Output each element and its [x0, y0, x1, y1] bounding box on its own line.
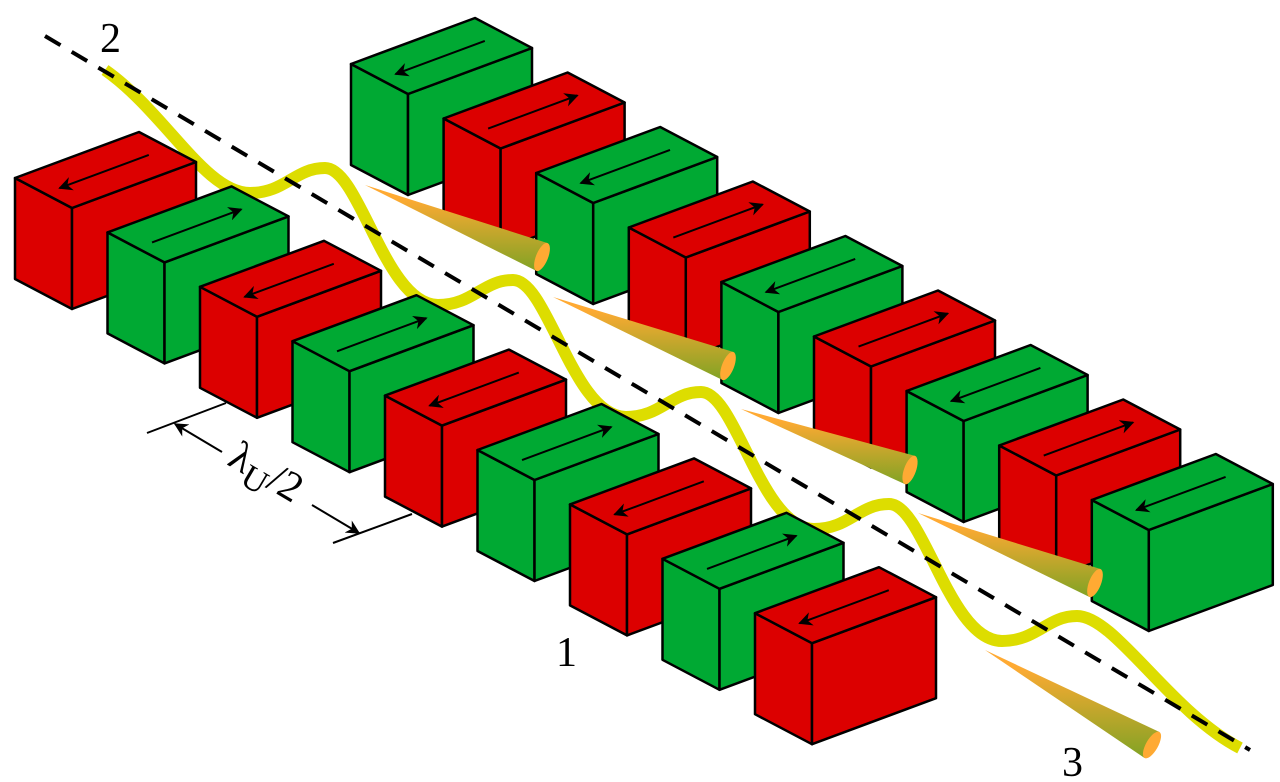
magnetization-arrow-left-icon — [58, 154, 150, 191]
radiation-cone — [553, 297, 736, 381]
magnetization-arrow-left-icon — [613, 480, 705, 517]
back-magnet-green — [1090, 452, 1275, 633]
magnetization-arrow-right-icon — [151, 207, 243, 244]
label-radiation: 3 — [1062, 740, 1083, 782]
radiation-cone — [741, 409, 918, 485]
dimension-arrow-start — [173, 423, 223, 453]
dimension-arrow-end — [311, 504, 361, 534]
magnetization-arrow-right-icon — [521, 424, 613, 462]
undulator-axis — [43, 34, 1252, 752]
magnetization-arrow-left-icon — [764, 258, 856, 295]
magnetization-arrow-right-icon — [706, 533, 798, 570]
magnetization-arrow-right-icon — [858, 311, 950, 348]
extension-line — [146, 402, 227, 434]
electron-trajectory — [101, 65, 1243, 754]
radiation-cones — [365, 185, 1162, 759]
label-electron-beam: 2 — [100, 16, 121, 62]
magnetization-arrow-left-icon — [1135, 476, 1226, 513]
magnetization-arrow-right-icon — [487, 93, 579, 130]
magnetization-arrow-right-icon — [672, 202, 764, 239]
magnetization-arrow-right-icon — [336, 315, 428, 353]
front-magnet-row — [13, 130, 938, 746]
magnetization-arrow-right-icon — [1043, 420, 1135, 457]
radiation-cone — [985, 650, 1162, 759]
front-magnet-red — [753, 565, 938, 746]
magnetization-arrow-left-icon — [394, 40, 486, 77]
magnetization-arrow-left-icon — [243, 262, 335, 300]
label-magnet-array: 1 — [556, 630, 577, 676]
magnetization-arrow-left-icon — [798, 589, 890, 626]
magnetization-arrow-left-icon — [949, 367, 1041, 404]
radiation-cone — [365, 185, 550, 272]
back-magnet-row — [349, 16, 1275, 633]
magnetization-arrow-left-icon — [428, 371, 520, 408]
magnetization-arrow-left-icon — [579, 149, 671, 186]
radiation-cone — [918, 513, 1103, 598]
extension-line — [332, 513, 413, 544]
front-magnet-green — [291, 293, 475, 474]
